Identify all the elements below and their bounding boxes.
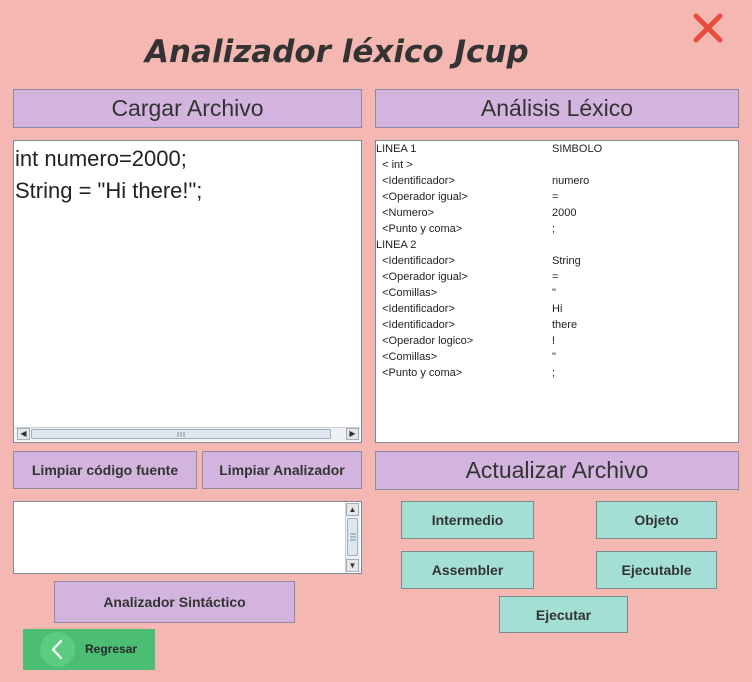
symbol-cell: = (552, 191, 559, 203)
token-cell: <Comillas> (376, 287, 438, 299)
lexical-row: <Punto y coma>; (376, 367, 738, 383)
vertical-scrollbar[interactable]: ▲ ▼ (345, 503, 360, 572)
source-code-editor[interactable]: int numero=2000; String = "Hi there!"; ◀ … (13, 140, 362, 443)
symbol-cell: SIMBOLO (552, 143, 603, 155)
executable-button[interactable]: Ejecutable (596, 551, 717, 589)
close-icon (693, 13, 723, 43)
token-cell: <Operador logico> (376, 335, 474, 347)
lexical-analysis-panel: LINEA 1 SIMBOLO < int > <Identificador> nu… (375, 140, 739, 443)
lexical-row: <Identificador> Hi (376, 303, 738, 319)
close-button[interactable] (690, 10, 726, 46)
symbol-cell: there (552, 319, 578, 331)
clear-analyzer-button[interactable]: Limpiar Analizador (202, 451, 362, 489)
token-cell: <Operador igual> (376, 191, 468, 203)
grip-icon (350, 533, 356, 541)
symbol-cell: numero (552, 175, 590, 187)
lexical-row: <Numero> 2000 (376, 207, 738, 223)
scroll-up-icon[interactable]: ▲ (346, 503, 359, 516)
lexical-row: <Identificador> there (376, 319, 738, 335)
clear-source-button[interactable]: Limpiar código fuente (13, 451, 197, 489)
editor-line: int numero=2000; (15, 146, 187, 171)
lexical-analysis-header: Análisis Léxico (375, 89, 739, 128)
syntax-analyzer-button[interactable]: Analizador Sintáctico (54, 581, 295, 623)
token-cell: <Punto y coma> (376, 223, 463, 235)
editor-line: String = "Hi there!"; (15, 178, 203, 203)
scroll-right-icon[interactable]: ▶ (346, 428, 359, 440)
symbol-cell: " (552, 351, 556, 363)
lexical-row: <Comillas> " (376, 351, 738, 367)
symbol-cell: = (552, 271, 559, 283)
lexical-row: <Operador igual> = (376, 191, 738, 207)
symbol-cell: ! (552, 335, 556, 347)
scroll-thumb[interactable] (347, 518, 358, 556)
lexical-row: <Identificador> numero (376, 175, 738, 191)
token-cell: <Punto y coma> (376, 367, 463, 379)
execute-button[interactable]: Ejecutar (499, 596, 628, 633)
token-cell: <Identificador> (376, 303, 455, 315)
scroll-down-icon[interactable]: ▼ (346, 559, 359, 572)
symbol-cell: 2000 (552, 207, 577, 219)
back-button[interactable]: Regresar (23, 629, 155, 670)
token-cell: <Comillas> (376, 351, 438, 363)
chevron-left-icon (51, 639, 63, 660)
lexical-row: <Identificador> String (376, 255, 738, 271)
token-cell: < int > (376, 159, 413, 171)
lexical-row: <Punto y coma>; (376, 223, 738, 239)
horizontal-scrollbar[interactable]: ◀ ▶ (15, 427, 360, 441)
intermediate-button[interactable]: Intermedio (401, 501, 534, 539)
token-cell: <Identificador> (376, 255, 455, 267)
lexical-row: LINEA 1 SIMBOLO (376, 143, 738, 159)
token-cell: LINEA 2 (376, 239, 417, 251)
symbol-cell: ; (552, 223, 556, 235)
lexical-row: < int > (376, 159, 738, 175)
token-cell: LINEA 1 (376, 143, 417, 155)
symbol-cell: Hi (552, 303, 563, 315)
object-button[interactable]: Objeto (596, 501, 717, 539)
app-title: Analizador léxico Jcup (145, 34, 529, 70)
scroll-left-icon[interactable]: ◀ (17, 428, 30, 440)
back-circle (40, 632, 75, 667)
symbol-cell: String (552, 255, 581, 267)
assembler-button[interactable]: Assembler (401, 551, 534, 589)
load-file-button[interactable]: Cargar Archivo (13, 89, 362, 128)
lexical-row: <Operador logico>! (376, 335, 738, 351)
token-cell: <Identificador> (376, 175, 455, 187)
update-file-button[interactable]: Actualizar Archivo (375, 451, 739, 490)
back-label: Regresar (85, 642, 138, 656)
lexical-row: LINEA 2 (376, 239, 738, 255)
grip-icon (177, 432, 185, 437)
lexical-row: <Comillas> " (376, 287, 738, 303)
symbol-cell: " (552, 287, 556, 299)
syntax-output-area[interactable]: ▲ ▼ (13, 501, 362, 574)
lexical-row: <Operador igual> = (376, 271, 738, 287)
scroll-thumb[interactable] (31, 429, 331, 439)
editor-content[interactable]: int numero=2000; String = "Hi there!"; (14, 143, 202, 207)
token-cell: <Identificador> (376, 319, 455, 331)
token-cell: <Numero> (376, 207, 435, 219)
symbol-cell: ; (552, 367, 556, 379)
token-cell: <Operador igual> (376, 271, 468, 283)
